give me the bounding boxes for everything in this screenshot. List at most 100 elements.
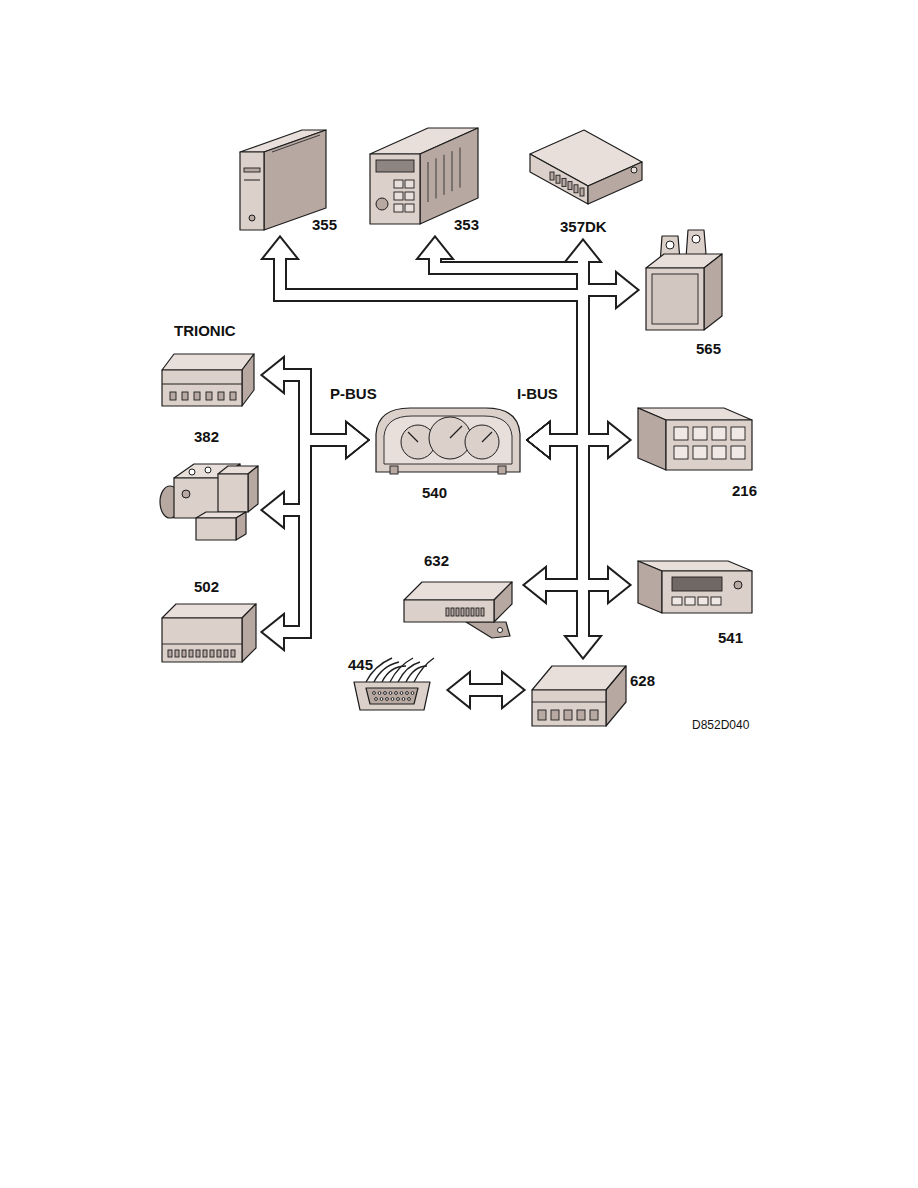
bus-connector bbox=[449, 674, 523, 706]
arrow-head-fill bbox=[263, 494, 283, 526]
device-detail bbox=[170, 392, 176, 400]
device-line bbox=[162, 644, 242, 645]
device-face bbox=[162, 604, 256, 618]
arrow-head-fill bbox=[449, 674, 469, 706]
device-detail bbox=[692, 235, 700, 243]
device-detail bbox=[577, 710, 585, 720]
bus-name: I-BUS bbox=[517, 385, 558, 403]
bus-module: TRIONIC bbox=[156, 322, 260, 412]
arrow-head-outline bbox=[617, 274, 637, 306]
bus-connector bbox=[529, 424, 599, 657]
device-line bbox=[162, 384, 242, 385]
wire bbox=[390, 658, 413, 682]
device-line bbox=[428, 162, 429, 202]
bus-fill-path bbox=[545, 440, 583, 641]
device-detail bbox=[590, 710, 598, 720]
arrow-head-fill bbox=[567, 637, 599, 657]
device-detail bbox=[693, 446, 707, 459]
device-detail bbox=[390, 466, 398, 474]
device-detail bbox=[405, 180, 414, 188]
arrow-head-fill bbox=[567, 241, 599, 261]
device-detail bbox=[498, 628, 503, 633]
device-detail bbox=[456, 608, 459, 616]
device-detail bbox=[205, 467, 211, 473]
device-face bbox=[606, 666, 626, 726]
device-face bbox=[662, 571, 752, 613]
bus-fill bbox=[529, 274, 637, 456]
device-face bbox=[638, 408, 666, 470]
device-detail bbox=[693, 427, 707, 440]
arrow-head-outline bbox=[567, 637, 599, 657]
device-detail bbox=[712, 427, 726, 440]
arrow-head-outline bbox=[529, 424, 549, 456]
device-detail bbox=[674, 446, 688, 459]
bus-connector bbox=[263, 424, 367, 648]
callout-number: 540 bbox=[422, 484, 447, 502]
bus-outline bbox=[279, 440, 351, 632]
bus-module: 355 bbox=[236, 122, 346, 235]
bus-outline bbox=[545, 290, 621, 440]
device-face bbox=[666, 420, 752, 470]
device-detail bbox=[391, 698, 394, 701]
device-face bbox=[532, 690, 606, 726]
arrow-head-outline bbox=[449, 674, 469, 706]
arrow-head-outline bbox=[264, 238, 296, 258]
arrow-head-outline bbox=[529, 424, 549, 456]
device-face bbox=[466, 622, 510, 638]
arrow-head-fill bbox=[529, 424, 549, 456]
device-detail bbox=[538, 710, 546, 720]
bus-outline bbox=[465, 683, 507, 697]
bus-module: 565 bbox=[640, 228, 732, 360]
device-detail bbox=[182, 490, 190, 498]
device-face bbox=[420, 128, 478, 224]
device-detail bbox=[685, 597, 695, 605]
device-detail bbox=[218, 392, 224, 400]
bus-fill-path bbox=[545, 290, 621, 440]
arrow-head-fill bbox=[263, 359, 283, 391]
device-detail bbox=[400, 692, 403, 695]
arrow-head-outline bbox=[347, 424, 367, 456]
arrow-head-outline bbox=[529, 424, 549, 456]
device-face bbox=[404, 582, 512, 600]
callout-number: 502 bbox=[194, 578, 219, 596]
bus-fill-path bbox=[279, 440, 351, 632]
module-illustration bbox=[370, 400, 526, 502]
device-detail bbox=[652, 274, 698, 324]
device-detail bbox=[446, 608, 449, 616]
bus-module: 628 bbox=[526, 660, 666, 744]
device-detail bbox=[196, 650, 200, 657]
device-detail bbox=[562, 178, 566, 186]
bus-module: 502 bbox=[156, 578, 260, 670]
device-line bbox=[244, 180, 260, 181]
arrow-head-outline bbox=[263, 359, 283, 391]
device-detail bbox=[411, 692, 414, 695]
device-face bbox=[196, 518, 236, 540]
device-face bbox=[218, 474, 248, 512]
bus-module: 357DK bbox=[522, 124, 646, 238]
device-detail bbox=[564, 710, 572, 720]
callout-number: 355 bbox=[312, 216, 337, 234]
device-detail bbox=[451, 608, 454, 616]
callout-number: 628 bbox=[630, 672, 655, 690]
arrow-head-outline bbox=[609, 424, 629, 456]
device-detail bbox=[574, 185, 578, 193]
device-detail bbox=[397, 698, 400, 701]
bus-name: P-BUS bbox=[330, 385, 377, 403]
device-detail bbox=[408, 698, 411, 701]
arrow-head-fill bbox=[529, 424, 549, 456]
arrow-head-outline bbox=[347, 424, 367, 456]
callout-number: TRIONIC bbox=[174, 322, 236, 340]
device-detail bbox=[406, 692, 409, 695]
arrow-head-fill bbox=[264, 238, 296, 258]
cluster-housing bbox=[376, 408, 520, 472]
device-face bbox=[404, 600, 494, 622]
device-detail bbox=[375, 698, 378, 701]
device-detail bbox=[395, 692, 398, 695]
device-detail bbox=[429, 417, 471, 459]
arrow-head-outline bbox=[525, 569, 545, 601]
device-face bbox=[354, 682, 430, 710]
arrow-head-fill bbox=[347, 424, 367, 456]
device-detail bbox=[189, 650, 193, 657]
device-detail bbox=[471, 608, 474, 616]
device-line bbox=[436, 158, 437, 198]
